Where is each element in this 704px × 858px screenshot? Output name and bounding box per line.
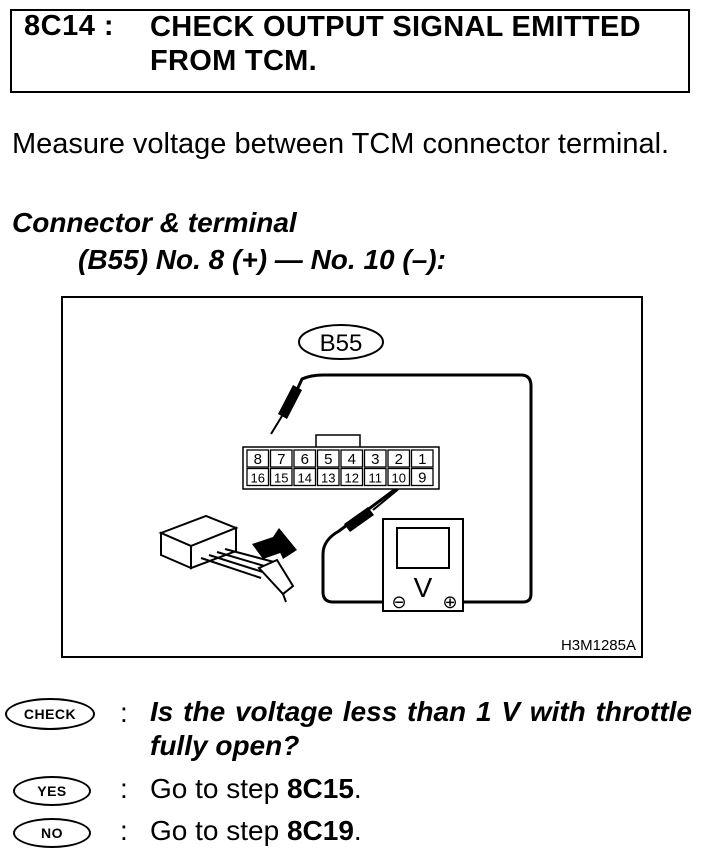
voltmeter-minus-terminal: ⊖ bbox=[391, 592, 406, 613]
connector-label-oval bbox=[298, 324, 384, 360]
connector-terminal-heading: Connector & terminal bbox=[12, 207, 297, 238]
connector-label: B55 bbox=[320, 330, 363, 357]
connector-pin-cell bbox=[269, 467, 293, 487]
connector-pin-cell bbox=[293, 467, 317, 487]
insert-direction-arrowhead bbox=[273, 528, 297, 559]
connector-pin-number: 6 bbox=[301, 451, 309, 468]
connector-pin-number: 1 bbox=[418, 451, 426, 468]
connector-pin-cell bbox=[316, 467, 340, 487]
yes-action-end: . bbox=[353, 773, 362, 804]
no-colon: : bbox=[120, 815, 128, 846]
connector-pin-cell bbox=[387, 449, 411, 468]
connector-pin-cell bbox=[340, 449, 364, 468]
voltmeter-display bbox=[396, 527, 450, 569]
step-title: CHECK OUTPUT SIGNAL EMITTED FROM TCM. bbox=[150, 11, 641, 77]
connector-pin-number: 8 bbox=[254, 451, 262, 468]
yes-action-text: Go to step bbox=[150, 773, 287, 804]
connector-pin-number: 11 bbox=[369, 471, 383, 486]
connector-pin-cell bbox=[246, 467, 270, 487]
connector-pin-number: 4 bbox=[348, 451, 356, 468]
connector-pin-cell bbox=[387, 467, 411, 487]
connector-pin-cell bbox=[269, 449, 293, 468]
negative-probe bbox=[344, 507, 374, 532]
connector-pin-number: 2 bbox=[395, 451, 403, 468]
check-colon: : bbox=[120, 697, 128, 728]
connector-pin-cell bbox=[246, 449, 270, 468]
connector-pin-number: 12 bbox=[345, 471, 359, 486]
yes-badge: YES bbox=[13, 776, 91, 806]
connector-pin-cell bbox=[340, 467, 364, 487]
connector-pin-cell bbox=[293, 449, 317, 468]
positive-lead-wire bbox=[289, 373, 533, 604]
positive-probe bbox=[278, 385, 302, 419]
connector-pin-number: 13 bbox=[321, 471, 335, 486]
insert-direction-arrow bbox=[252, 537, 283, 559]
connector-pin-cell bbox=[316, 449, 340, 468]
connector-latch bbox=[315, 434, 361, 449]
connector-pin-number: 10 bbox=[392, 471, 406, 486]
instruction-text: Measure voltage between TCM connector te… bbox=[12, 128, 670, 160]
connector-pin-cell bbox=[363, 467, 387, 487]
connector-pin-number: 5 bbox=[324, 451, 332, 468]
voltmeter-plus-terminal: ⊕ bbox=[442, 592, 457, 613]
check-question: Is the voltage less than 1 V with thrott… bbox=[150, 696, 692, 761]
connector-pin-cell bbox=[410, 449, 434, 468]
yes-action: Go to step 8C15. bbox=[150, 773, 362, 805]
connector-pin-number: 16 bbox=[251, 471, 265, 486]
check-badge: CHECK bbox=[5, 698, 95, 730]
connector-terminal-value: (B55) No. 8 (+) — No. 10 (–): bbox=[78, 244, 446, 275]
no-action-end: . bbox=[353, 815, 362, 846]
negative-lead-wire bbox=[321, 483, 402, 604]
connector-pin-cell bbox=[363, 449, 387, 468]
no-action: Go to step 8C19. bbox=[150, 815, 362, 847]
yes-colon: : bbox=[120, 773, 128, 804]
no-step-link[interactable]: 8C19 bbox=[286, 815, 354, 846]
figure-code: H3M1285A bbox=[561, 637, 636, 654]
connector-pin-number: 15 bbox=[274, 471, 288, 486]
positive-probe-tip bbox=[270, 415, 283, 435]
negative-probe-tip bbox=[372, 486, 402, 511]
connector-pin-number: 14 bbox=[298, 471, 312, 486]
connector-pin-number: 9 bbox=[418, 470, 426, 487]
harness-connector bbox=[158, 514, 295, 603]
connector-pin-number: 3 bbox=[371, 451, 379, 468]
connector-pin-cell bbox=[410, 467, 434, 487]
no-action-text: Go to step bbox=[150, 815, 287, 846]
no-badge: NO bbox=[13, 818, 91, 848]
connector-pin-number: 7 bbox=[277, 451, 285, 468]
step-header-box bbox=[10, 9, 690, 93]
voltmeter-symbol: V bbox=[414, 572, 433, 603]
step-code: 8C14 : bbox=[24, 10, 115, 42]
yes-step-link[interactable]: 8C15 bbox=[286, 773, 354, 804]
